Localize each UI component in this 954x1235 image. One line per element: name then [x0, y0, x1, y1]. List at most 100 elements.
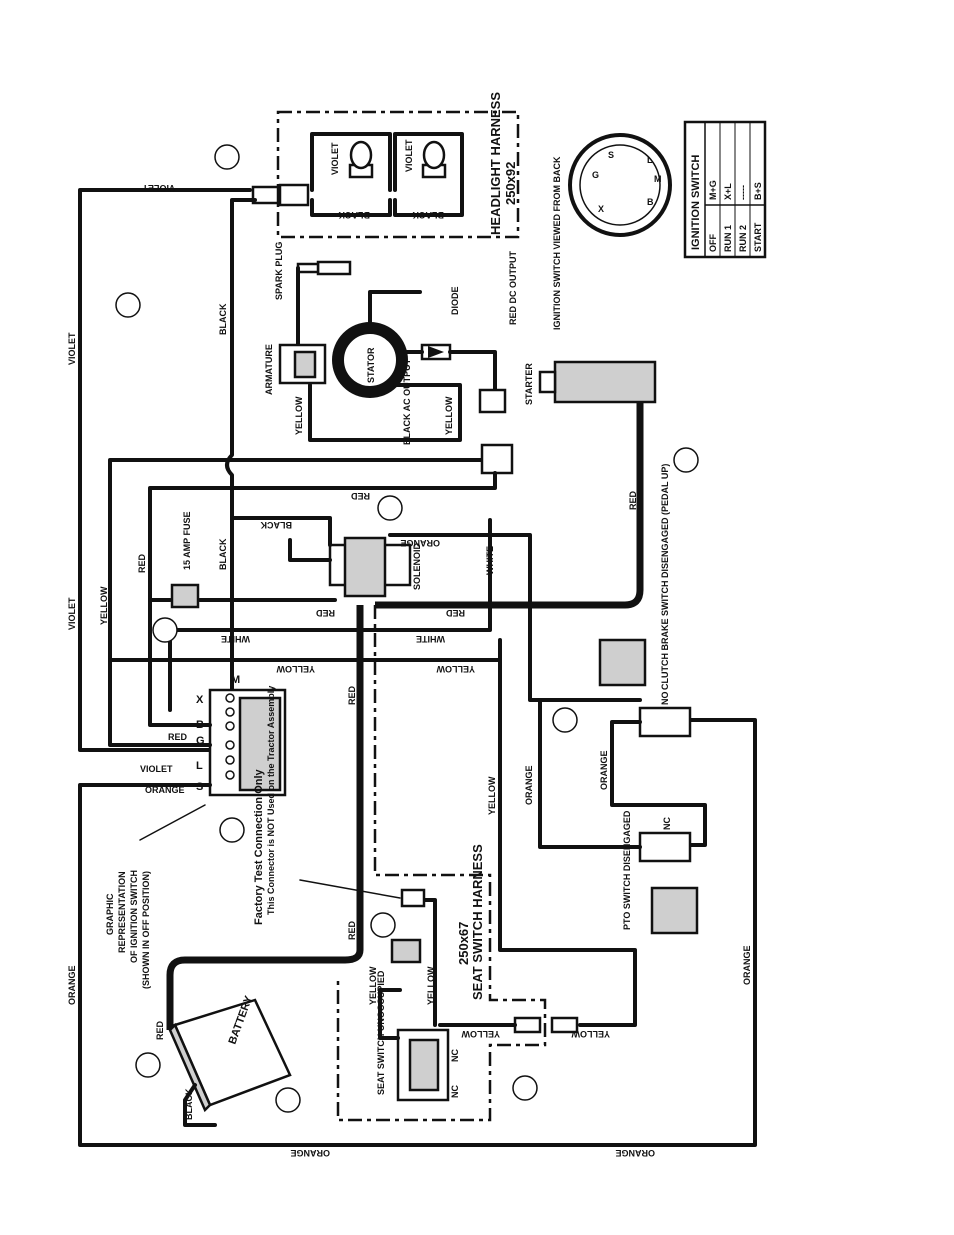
seat-switch-harness-box [336, 605, 547, 1122]
seat-nc-label-1: NC [450, 1049, 460, 1062]
solenoid-label: SOLENOID [412, 542, 422, 590]
seat-switch [396, 1028, 450, 1102]
clutch-switch-label: CLUTCH BRAKE SWITCH DISENGAGED (PEDAL UP… [660, 464, 670, 690]
clutch-switch [638, 706, 692, 738]
graphic-representation-label: GRAPHIC REPRESENTATION OF IGNITION SWITC… [105, 870, 151, 989]
wire-label-orange-mid: ORANGE [524, 765, 534, 805]
wire-solenoid-ground [288, 538, 332, 562]
wire-label-black-solenoid: BLACK [260, 520, 292, 530]
solenoid [328, 536, 412, 598]
wire-label-orange-bottom2: ORANGE [615, 1148, 655, 1158]
ignition-terminals [225, 693, 235, 780]
ignition-switch-table: IGNITION SWITCH OFF RUN 1 RUN 2 START M+… [683, 120, 767, 259]
wire-label-red-switch: RED [168, 732, 188, 742]
callout-4 [377, 495, 403, 521]
terminal-label-x: X [196, 694, 204, 706]
svg-text:X+L: X+L [723, 183, 733, 200]
headlight-loop-2 [393, 132, 464, 192]
factory-test-leader [299, 879, 401, 899]
ignition-switch-back-view: S L M B X G [568, 133, 672, 237]
svg-text:B: B [647, 197, 654, 207]
starter [538, 360, 657, 404]
seat-connector-2 [550, 1016, 579, 1034]
wire-black-battery [183, 1083, 217, 1127]
wire-yellow-factory [423, 898, 437, 1027]
svg-text:X: X [598, 204, 604, 214]
callout-7 [219, 817, 245, 843]
svg-text:M+G: M+G [708, 180, 718, 200]
callout-11 [512, 1075, 538, 1101]
seat-connector-1 [513, 1016, 542, 1034]
wire-label-black-hl1: BLACK [338, 210, 370, 220]
wire-label-yellow-stator2: YELLOW [444, 396, 454, 435]
svg-text:OFF: OFF [708, 234, 718, 252]
red-dc-output-label: RED DC OUTPUT [508, 250, 518, 325]
wire-label-red-battery1: RED [347, 685, 357, 705]
wire-diode [403, 350, 497, 392]
wire-seat-ground [378, 988, 402, 1040]
wire-label-yellow-seatl: YELLOW [368, 966, 378, 1005]
svg-text:L: L [647, 155, 653, 165]
fuse-15amp [170, 583, 200, 609]
wire-label-black-battery: BLACK [184, 1088, 194, 1120]
wire-red-starter [375, 402, 644, 609]
svg-text:GRAPHIC: GRAPHIC [105, 893, 115, 935]
svg-text:This Connector is NOT Used on: This Connector is NOT Used on the Tracto… [266, 686, 276, 915]
wire-label-violet-hl2: VIOLET [404, 139, 414, 172]
wire-label-yellow-stator: YELLOW [294, 396, 304, 435]
headlight-plug [251, 185, 280, 205]
headlight-harness-title: HEADLIGHT HARNESS [488, 92, 503, 235]
wire-label-black-main: BLACK [218, 303, 228, 335]
wire-label-yellow-seat3: YELLOW [461, 1029, 500, 1039]
pto-switch [638, 831, 692, 863]
wire-label-violet-left2: VIOLET [67, 597, 77, 630]
svg-text:-----: ----- [738, 185, 748, 200]
wire-violet-main [78, 188, 252, 752]
wire-yellow-seat [498, 658, 637, 1027]
wire-black-main [225, 198, 257, 692]
wire-label-yellow-left: YELLOW [99, 586, 109, 625]
wire-label-yellow-mid2: YELLOW [436, 664, 475, 674]
callout-8 [370, 912, 396, 938]
svg-text:S: S [608, 150, 614, 160]
terminal-label-g: G [196, 735, 205, 747]
svg-text:M: M [654, 174, 662, 184]
wire-label-red-battery2: RED [347, 920, 357, 940]
seat-nc-label-2: NC [450, 1085, 460, 1098]
callout-9 [135, 1052, 161, 1078]
wire-stator-loop [308, 383, 462, 442]
svg-text:Factory Test Connection Only: Factory Test Connection Only [253, 768, 265, 925]
wire-label-yellow-seat2: YELLOW [571, 1029, 610, 1039]
wire-label-orange-clutch: ORANGE [599, 750, 609, 790]
factory-test-label: Factory Test Connection Only This Connec… [253, 686, 276, 925]
headlight-ground-1 [310, 198, 392, 217]
wire-label-red-fuse: RED [315, 608, 335, 618]
headlight-bulb-2 [421, 140, 447, 179]
wire-white [168, 518, 492, 712]
seat-harness-title: SEAT SWITCH HARNESS [470, 844, 485, 1000]
headlight-bulb-1 [348, 140, 374, 179]
svg-text:(SHOWN IN OFF POSITION): (SHOWN IN OFF POSITION) [141, 871, 151, 989]
spark-plug-label: SPARK PLUG [274, 242, 284, 300]
wire-orange-clutch-pto [610, 720, 707, 847]
pto-switch-label: PTO SWITCH DISENGAGED [622, 810, 632, 930]
wire-label-red-fuse2: RED [445, 608, 465, 618]
svg-text:RUN 2: RUN 2 [738, 225, 748, 252]
seat-plunger [390, 938, 422, 964]
svg-text:B+S: B+S [753, 182, 763, 200]
svg-text:IGNITION SWITCH VIEWED FROM BA: IGNITION SWITCH VIEWED FROM BACK [552, 156, 562, 330]
wire-label-white1: WHITE [221, 634, 250, 644]
stator-label: STATOR [366, 347, 376, 383]
headlight-loop-1 [310, 132, 392, 192]
factory-test-connector [400, 888, 426, 908]
wire-label-orange-solenoid: ORANGE [400, 538, 440, 548]
ignition-back-label: IGNITION SWITCH VIEWED FROM BACK [552, 156, 562, 330]
svg-text:RUN 1: RUN 1 [723, 225, 733, 252]
wire-label-white-vert: WHITE [485, 546, 495, 575]
starter-label: STARTER [524, 363, 534, 405]
svg-text:G: G [592, 170, 599, 180]
seat-harness-part: 250x67 [456, 922, 471, 965]
callout-2 [115, 292, 141, 318]
wire-label-violet-left1: VIOLET [67, 332, 77, 365]
